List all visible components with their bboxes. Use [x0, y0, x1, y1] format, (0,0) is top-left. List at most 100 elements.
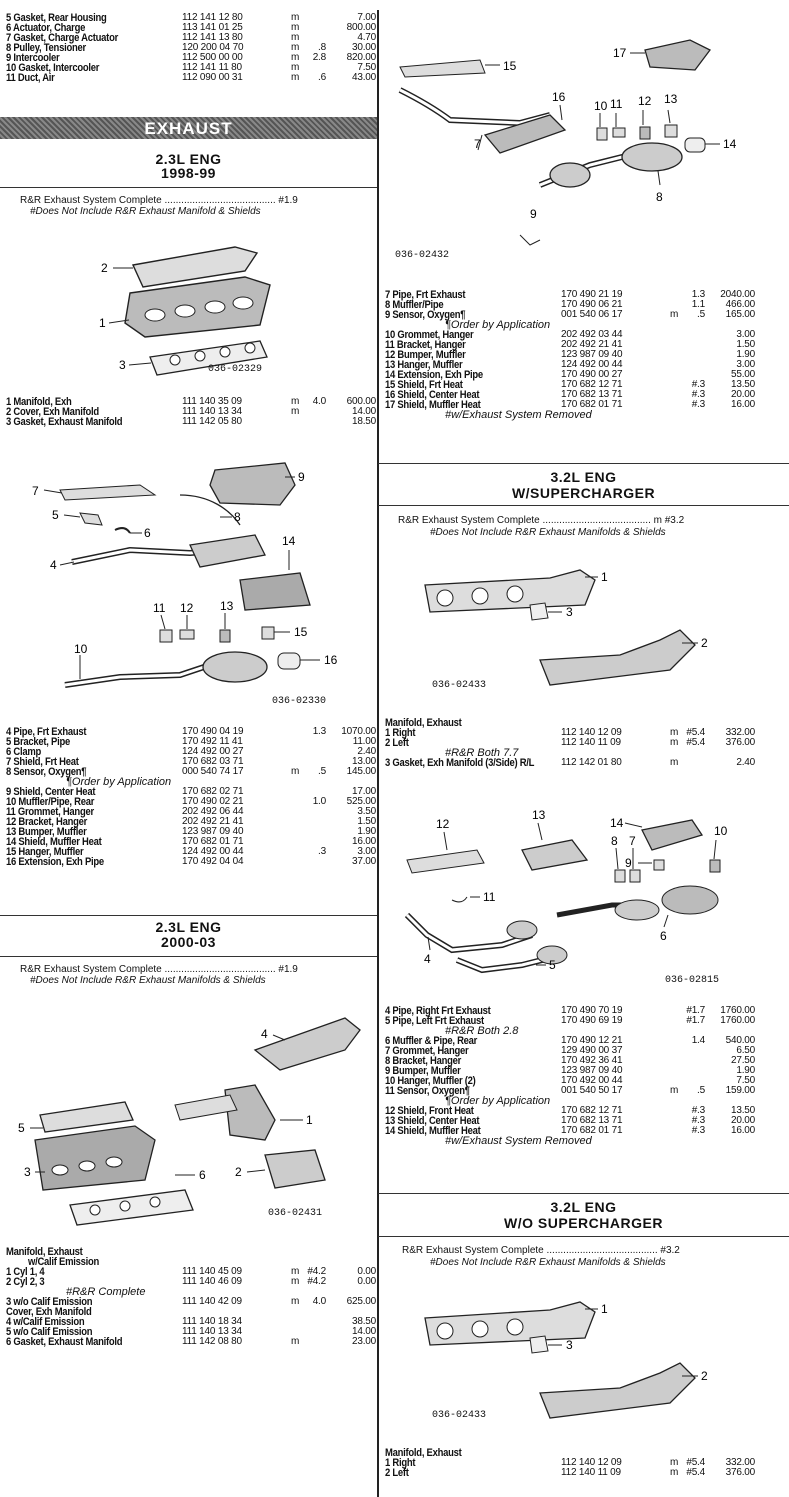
- part-row: Cover, Exh Manifold: [6, 1307, 376, 1318]
- exhaust-banner-bg: [0, 117, 377, 139]
- part-pn: 170 492 36 41: [561, 1055, 623, 1066]
- sec2-top-divider: [0, 915, 377, 916]
- d6-callout-11: 11: [483, 890, 496, 904]
- part-time: #.3: [691, 1115, 706, 1126]
- part-pn: 111 140 45 09: [182, 1266, 242, 1277]
- part-desc: 11 Grommet, Hanger: [6, 806, 94, 818]
- part-row: ¶Order by Application: [6, 776, 376, 788]
- part-desc: 13 Bumper, Muffler: [6, 826, 87, 838]
- part-price: 1.50: [736, 339, 755, 350]
- part-pn: 111 142 08 80: [182, 1336, 242, 1347]
- part-desc: 7 Shield, Frt Heat: [6, 756, 79, 768]
- sec2-title: 2.3L ENG: [155, 919, 222, 935]
- d4-callout-14: 14: [723, 137, 737, 151]
- part-m: m: [670, 1467, 679, 1478]
- part-price: 4.70: [357, 32, 376, 43]
- d7-callout-2: 2: [701, 1369, 708, 1383]
- part-desc: 11 Duct, Air: [6, 72, 55, 84]
- part-m: m: [291, 72, 300, 83]
- part-price: 3.00: [736, 359, 755, 370]
- d6-callout-4: 4: [424, 952, 431, 966]
- part-desc: 8 Muffler/Pipe: [385, 299, 444, 311]
- part-pn: 170 682 03 71: [182, 756, 244, 767]
- d5-callout-3: 3: [566, 605, 573, 619]
- part-m: m: [670, 1457, 679, 1468]
- part-time: 1.1: [691, 299, 706, 310]
- part-pn: 123 987 09 40: [561, 349, 623, 360]
- part-desc: 4 Pipe, Frt Exhaust: [6, 726, 87, 738]
- part-row: Manifold, Exhaust: [6, 1247, 376, 1258]
- part-desc: 10 Hanger, Muffler (2): [385, 1075, 476, 1087]
- part-price: 6.50: [736, 1045, 755, 1056]
- part-time: .3: [318, 846, 326, 857]
- part-pn: 170 490 12 21: [561, 1035, 623, 1046]
- d4-callout-9: 9: [530, 207, 537, 221]
- sec1-diagram-code-2: 036-02330: [272, 696, 327, 707]
- part-desc: Manifold, Exhaust: [385, 717, 462, 729]
- part-pn: 124 492 00 44: [182, 846, 244, 857]
- part-desc: 9 Intercooler: [6, 52, 60, 64]
- part-desc: ¶Order by Application: [445, 319, 551, 331]
- part-desc: 7 Pipe, Frt Exhaust: [385, 289, 466, 301]
- part-pn: 170 682 01 71: [561, 1125, 623, 1136]
- d2-callout-10: 10: [74, 642, 88, 656]
- sec2-years: 2000-03: [161, 934, 216, 950]
- part-desc: 3 Gasket, Exhaust Manifold: [6, 416, 123, 428]
- part-price: 7.50: [357, 62, 376, 73]
- sec1-rr-line: R&R Exhaust System Complete ............…: [20, 195, 298, 206]
- part-desc: ¶Order by Application: [66, 776, 172, 788]
- exhaust-system-diagram-1: 7 9 5 6 8 4 14 11 12 13 15 10 16: [32, 462, 338, 688]
- part-pn: 112 140 12 09: [561, 1457, 622, 1468]
- part-desc: 5 Bracket, Pipe: [6, 736, 70, 748]
- d2-callout-13: 13: [220, 599, 234, 613]
- manifold-diagram-2: 4 5 1 3 6 2: [18, 1017, 361, 1226]
- part-m: m: [291, 62, 300, 73]
- part-price: 625.00: [346, 1296, 377, 1307]
- part-desc: Manifold, Exhaust: [385, 1447, 462, 1459]
- part-desc: 10 Gasket, Intercooler: [6, 62, 100, 74]
- part-desc: w/Calif Emission: [28, 1256, 100, 1268]
- sec4-top-divider: [378, 1193, 789, 1194]
- column-divider: [377, 10, 379, 1497]
- part-time: 4.0: [312, 1296, 327, 1307]
- part-price: 0.00: [357, 1276, 376, 1287]
- part-time: #5.4: [686, 737, 705, 748]
- part-pn: 170 682 12 71: [561, 379, 623, 390]
- part-price: 2.40: [357, 746, 376, 757]
- sec2-rr-line: R&R Exhaust System Complete ............…: [20, 964, 298, 975]
- part-time: #1.7: [686, 1015, 705, 1026]
- part-desc: 15 Shield, Frt Heat: [385, 379, 463, 391]
- part-pn: 170 682 01 71: [561, 399, 623, 410]
- part-price: 17.00: [351, 786, 376, 797]
- part-row: Manifold, Exhaust: [385, 1447, 755, 1459]
- part-row: w/Calif Emission: [6, 1256, 376, 1268]
- part-m: m: [291, 1276, 300, 1287]
- part-m: m: [670, 309, 679, 320]
- part-time: #.3: [691, 389, 706, 400]
- d4-callout-16: 16: [552, 90, 566, 104]
- part-desc: 9 Sensor, Oxygen¶: [385, 309, 466, 321]
- part-desc: 3 w/o Calif Emission: [6, 1296, 93, 1308]
- part-pn: 113 141 01 25: [182, 22, 243, 33]
- part-price: 23.00: [351, 1336, 376, 1347]
- part-m: m: [670, 727, 679, 738]
